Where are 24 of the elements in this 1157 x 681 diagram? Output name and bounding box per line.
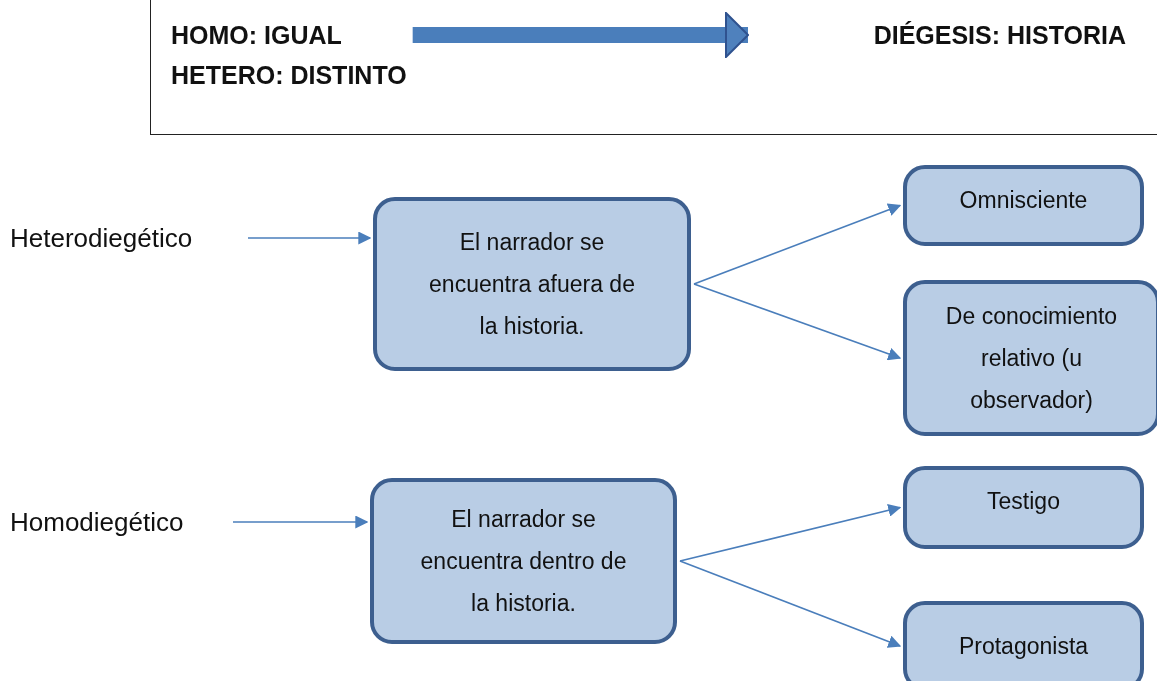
heading-text: HOMO: IGUAL HETERO: DISTINTO [171,15,496,99]
process-box [903,165,1144,246]
heading-text: DIÉGESIS: HISTORIA [771,15,1126,59]
box-text: Protagonista [958,632,1089,661]
process-box [373,197,691,371]
box-text: El narrador se encuentra afuera de la historia. [428,228,636,341]
box-text: Omnisciente [959,186,1088,215]
arrow [247,231,372,245]
box-text: Testigo [987,487,1060,516]
arrow [679,560,902,648]
box-text: El narrador se encuentra dentro de la historia. [419,505,628,618]
block-arrow [412,12,749,58]
arrow [693,283,902,361]
arrow [693,203,902,285]
process-box [903,466,1144,549]
frame-box [150,0,1157,135]
process-box [903,601,1144,681]
arrow [679,503,902,562]
process-box [370,478,677,644]
category-label: Homodiegético [10,502,230,542]
process-box [903,280,1157,436]
category-label: Heterodiegético [10,218,245,258]
box-text: De conocimiento relativo (u observador) [944,302,1119,415]
arrow [232,515,369,529]
